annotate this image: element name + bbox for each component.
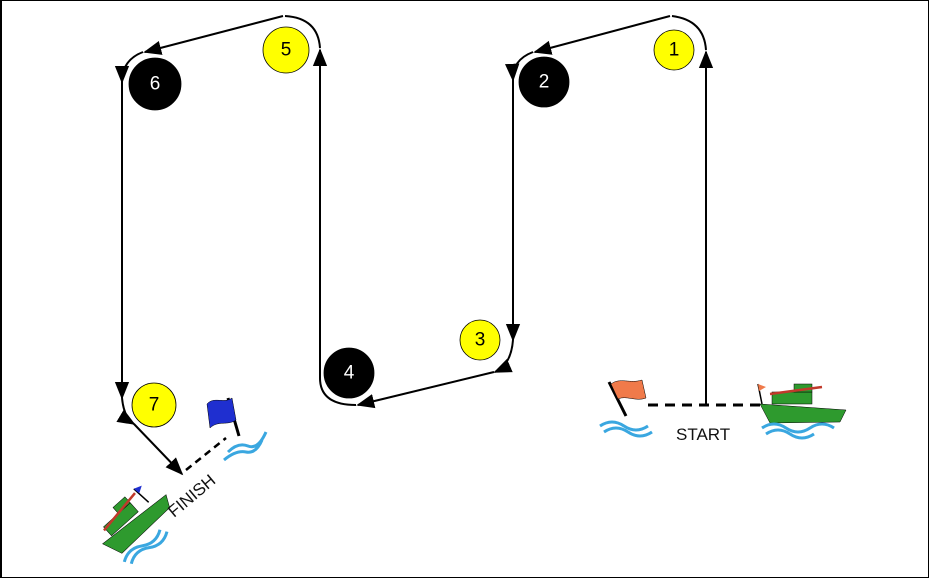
rounding-1: [671, 15, 707, 51]
leg-7-to-finish: [133, 423, 184, 476]
mark-5: 5: [262, 26, 310, 74]
mark-7: 7: [131, 382, 177, 428]
mark-4-label: 4: [344, 363, 355, 384]
finish-flag-cloth: [206, 397, 237, 429]
leg-3-to-4: [356, 371, 495, 409]
finish-line: [185, 437, 227, 471]
rounding-6: [114, 51, 144, 84]
mark-2: 2: [518, 56, 570, 108]
rounding-7: [116, 397, 136, 425]
mark-3-label: 3: [475, 330, 486, 351]
rounding-2: [505, 51, 534, 82]
finish-flag-icon: [206, 397, 268, 462]
start-boat-icon: [757, 383, 847, 440]
rounding-4: [319, 377, 357, 406]
mark-1: 1: [653, 29, 695, 71]
mark-6-label: 6: [150, 74, 161, 95]
start-flag-cloth: [610, 379, 647, 400]
mark-4: 4: [323, 347, 375, 399]
course-path: [114, 15, 714, 476]
mark-5-label: 5: [281, 40, 292, 61]
mark-6: 6: [128, 57, 182, 111]
mark-1-label: 1: [669, 40, 680, 61]
finish-boat-icon: [102, 485, 170, 565]
finish-label: FINISH: [164, 471, 219, 521]
leg-1-to-2: [533, 15, 671, 55]
mark-3: 3: [459, 319, 501, 361]
finish-flag-water: [223, 431, 268, 462]
start-flag-icon: [599, 379, 653, 438]
rounding-3: [493, 339, 514, 373]
leg-5-to-6: [143, 15, 284, 55]
start-label: START: [676, 425, 730, 444]
mark-2-label: 2: [539, 72, 550, 93]
mark-7-label: 7: [149, 395, 160, 416]
rounding-5: [284, 15, 321, 49]
start-flag-water: [599, 420, 653, 438]
